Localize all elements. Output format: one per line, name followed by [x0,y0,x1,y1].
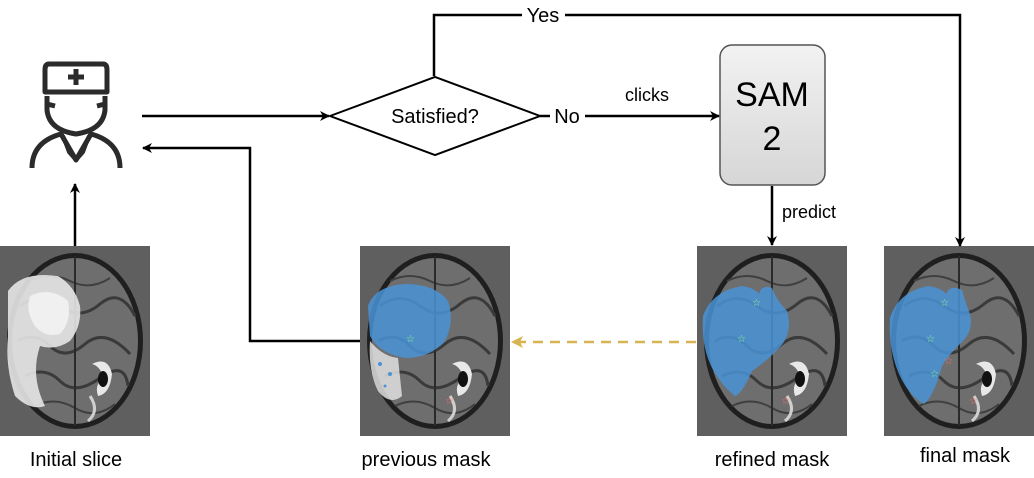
edge-label-predict: predict [782,202,836,222]
svg-text:☆: ☆ [752,298,761,309]
svg-text:☆: ☆ [926,334,935,345]
svg-text:☆: ☆ [445,396,454,407]
svg-text:☆: ☆ [781,396,790,407]
svg-text:☆: ☆ [944,356,953,367]
edge-label-clicks: clicks [625,85,669,105]
sam2-label-line2: 2 [763,120,782,158]
caption-initial-slice: Initial slice [30,449,122,471]
arrow-yes-path [432,13,522,76]
previous-mask-image: ☆ ☆ [358,244,512,438]
edge-label-yes: Yes [527,5,560,27]
sam2-label-line1: SAM [735,76,809,114]
svg-text:☆: ☆ [737,334,746,345]
caption-refined-mask: refined mask [715,449,830,471]
svg-text:☆: ☆ [930,369,939,380]
initial-slice-image [0,244,152,438]
caption-previous-mask: previous mask [362,449,492,471]
decision-label: Satisfied? [391,106,479,128]
arrow-previous-to-doctor [142,143,360,343]
svg-text:☆: ☆ [969,396,978,407]
doctor-icon [32,64,120,168]
edge-label-no: No [554,106,580,128]
caption-final-mask: final mask [920,445,1011,467]
svg-text:☆: ☆ [406,334,415,345]
refined-mask-image: ☆ ☆ ☆ [695,244,849,438]
svg-text:☆: ☆ [940,298,949,309]
arrow-yes-path-cont [565,13,965,247]
sam2-box [719,44,826,186]
final-mask-image: ☆ ☆ ☆ ☆ ☆ [882,244,1034,438]
